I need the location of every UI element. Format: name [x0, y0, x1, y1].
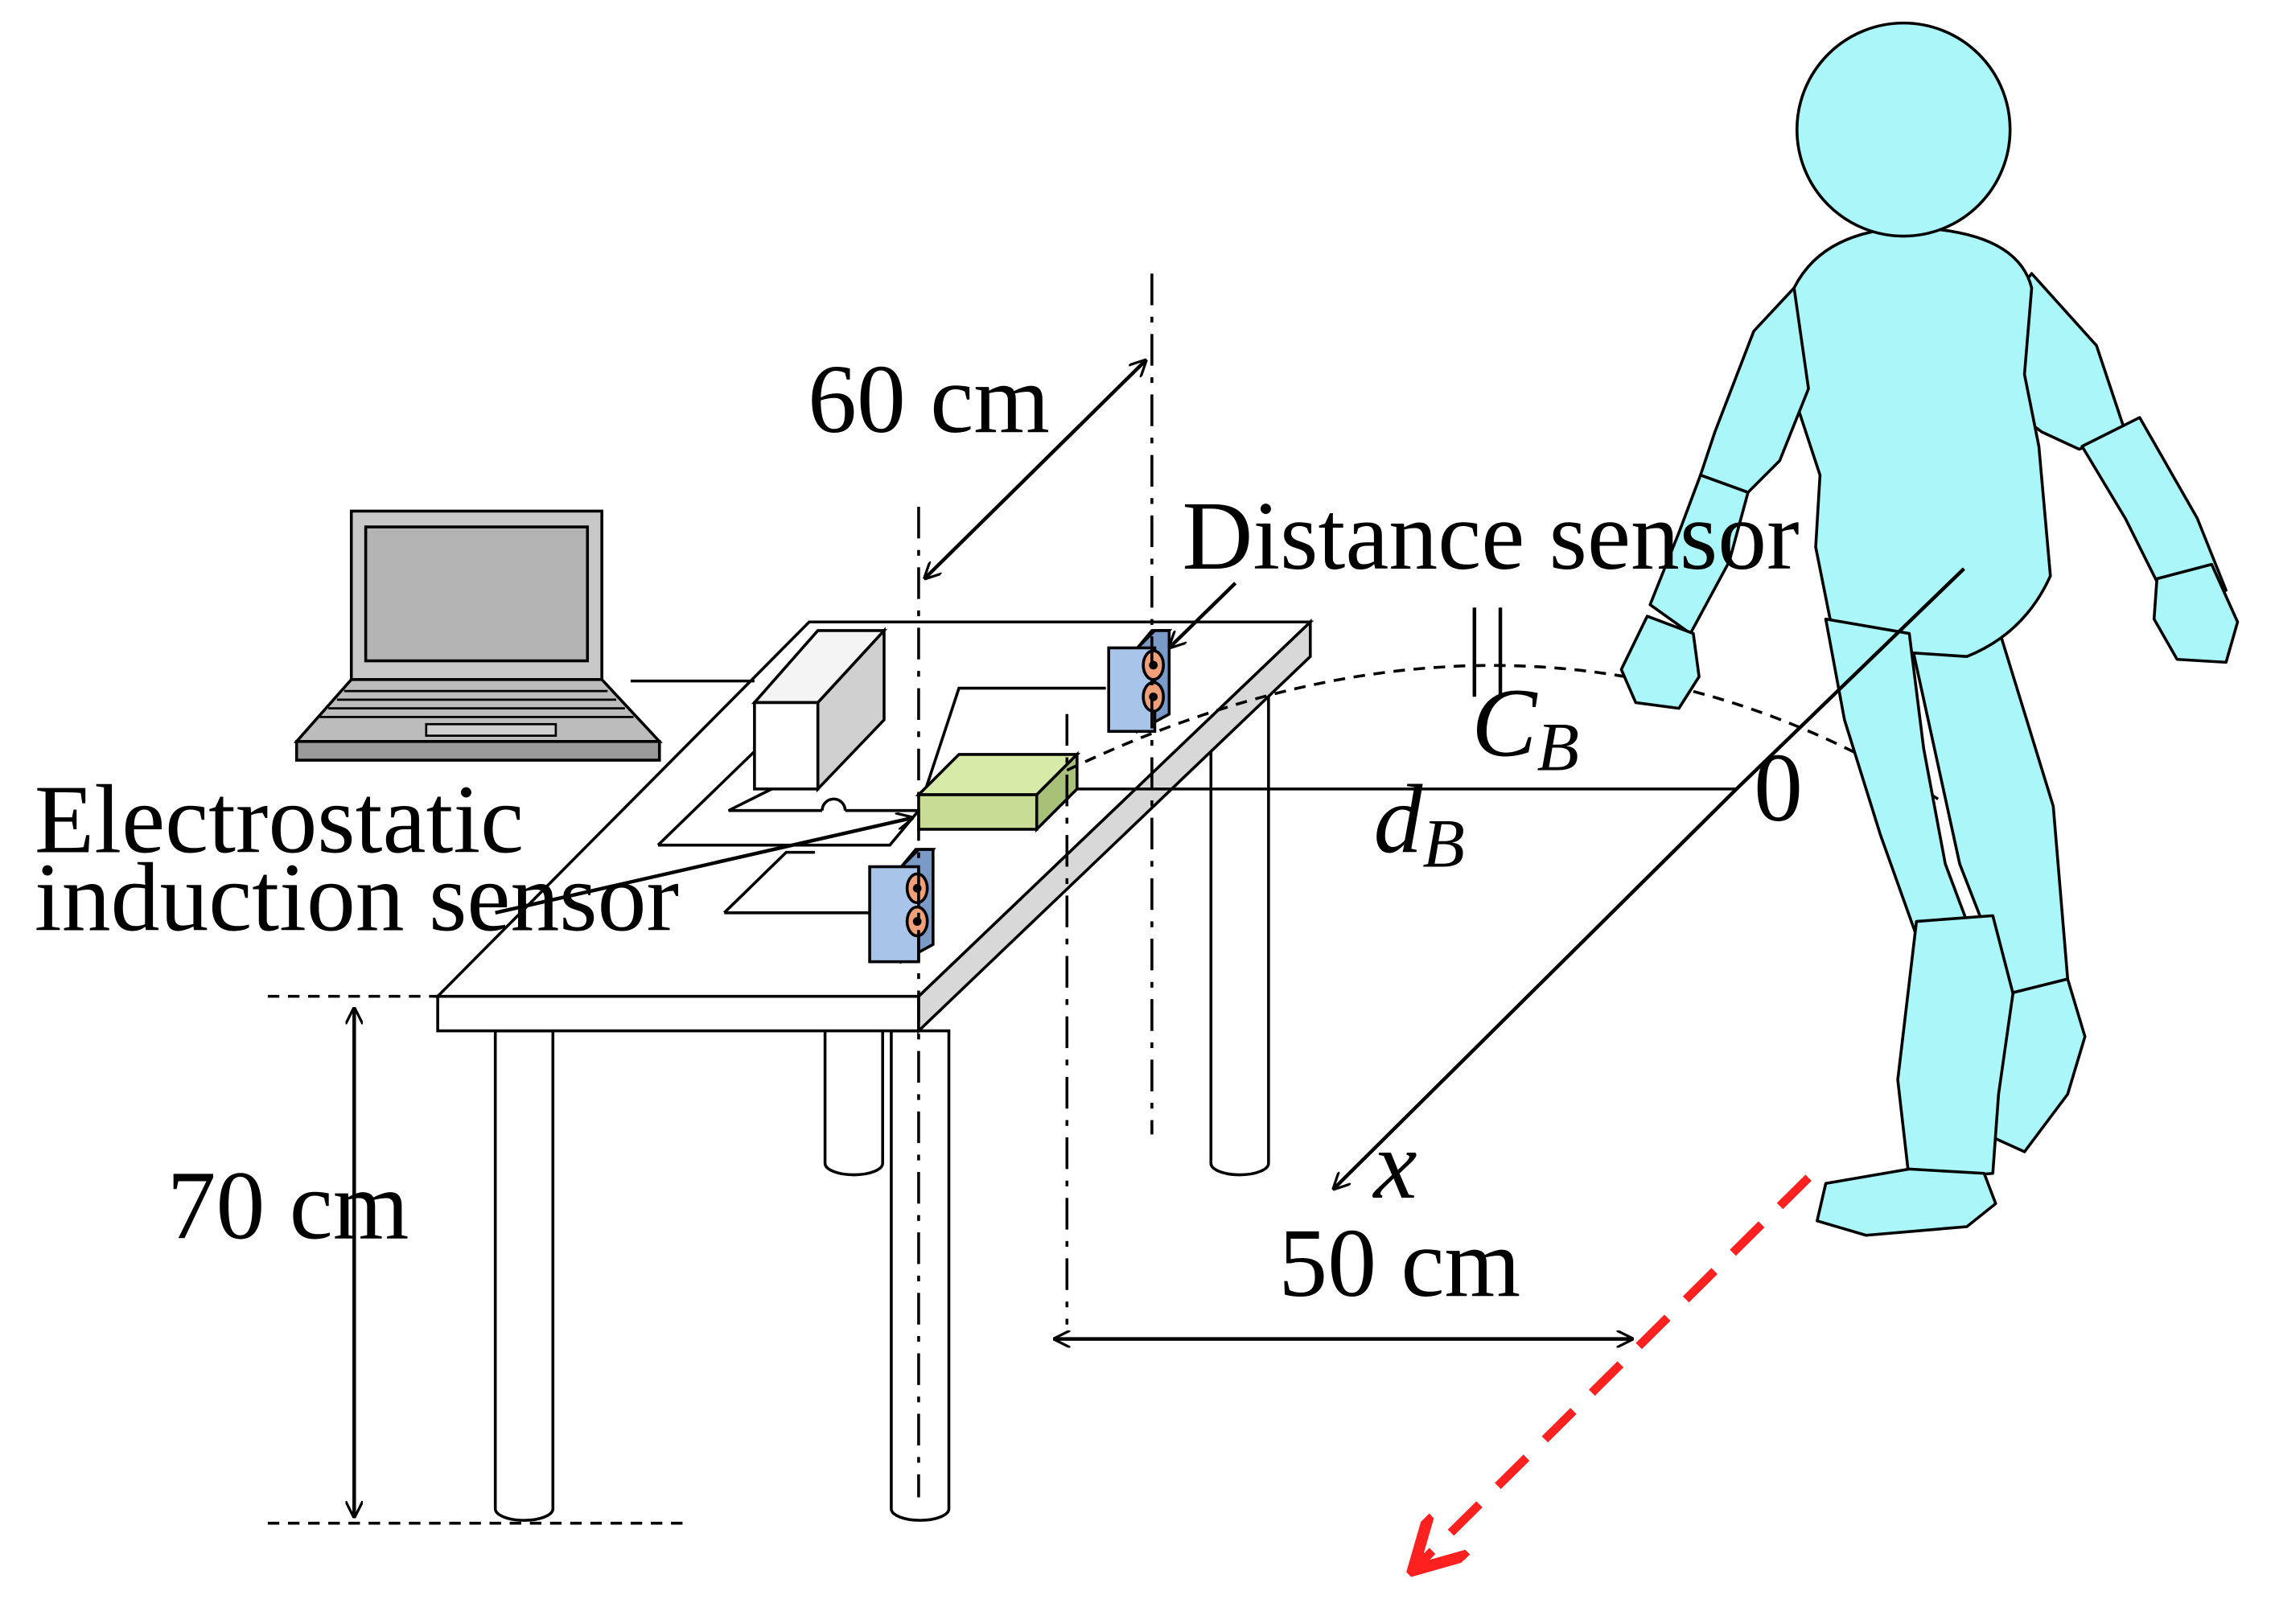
label-capacitance-main: C — [1471, 670, 1538, 778]
distance-sensor-front — [868, 848, 936, 964]
label-distance-sub: B — [1422, 805, 1464, 882]
dimensions — [354, 360, 1632, 1517]
walking-path-arrow — [1417, 1174, 1812, 1566]
leaders — [495, 582, 1237, 915]
human-upper-arm-front — [1699, 286, 1810, 494]
label-distance-db: dB — [1374, 767, 1465, 882]
table-leg-front-left — [493, 1029, 555, 1522]
label-capacitance-sub: B — [1537, 709, 1578, 786]
label-50-cm: 50 cm — [1278, 1210, 1520, 1318]
label-distance-sensor: Distance sensor — [1182, 483, 1799, 590]
table-leg-back-right — [1209, 686, 1270, 1177]
interface-box-front — [753, 701, 820, 791]
human-torso — [1785, 226, 2052, 658]
axis-line-upper — [1735, 567, 1965, 791]
label-60-cm: 60 cm — [808, 346, 1050, 454]
human-foot-front — [1816, 1167, 1997, 1237]
x-axis-arrow — [1333, 787, 1738, 1190]
tabletop-front-edge — [436, 994, 920, 1033]
distance-sensor-leader — [1169, 582, 1237, 648]
human-shin-front — [1896, 914, 2015, 1182]
coupling-arc — [1066, 664, 1940, 800]
esi-sensor-leader — [495, 818, 913, 915]
label-capacitance: CB — [1471, 670, 1579, 786]
esi-sensor-front — [917, 793, 1039, 831]
center-lines — [917, 273, 1154, 1498]
human-forearm-back — [2080, 416, 2228, 606]
electrostatic-induction-sensor — [915, 750, 1737, 833]
axes — [1333, 567, 1965, 1190]
table-leg-back-left — [823, 1006, 884, 1177]
capacitor-symbol — [1472, 607, 1503, 697]
label-esi-line2: induction sensor — [35, 844, 679, 952]
laptop-screen — [364, 525, 590, 663]
laptop — [293, 509, 663, 762]
label-distance-main: d — [1374, 767, 1424, 874]
laptop-base-front — [294, 740, 661, 762]
human-hand-front — [1619, 615, 1701, 710]
human-figure — [1619, 21, 2240, 1237]
interface-box — [751, 627, 888, 793]
label-70-cm: 70 cm — [167, 1152, 409, 1260]
floor-lines — [267, 994, 685, 1525]
human-hand-back — [2152, 562, 2240, 664]
label-esi-line1: Electrostatic — [35, 767, 524, 874]
laptop-touchpad — [425, 722, 557, 737]
table-leg-front-right — [890, 1029, 951, 1522]
human-head — [1795, 21, 2012, 238]
label-x-axis: x — [1372, 1112, 1417, 1219]
dim-60-arrow — [924, 360, 1146, 578]
label-origin: 0 — [1754, 734, 1803, 842]
